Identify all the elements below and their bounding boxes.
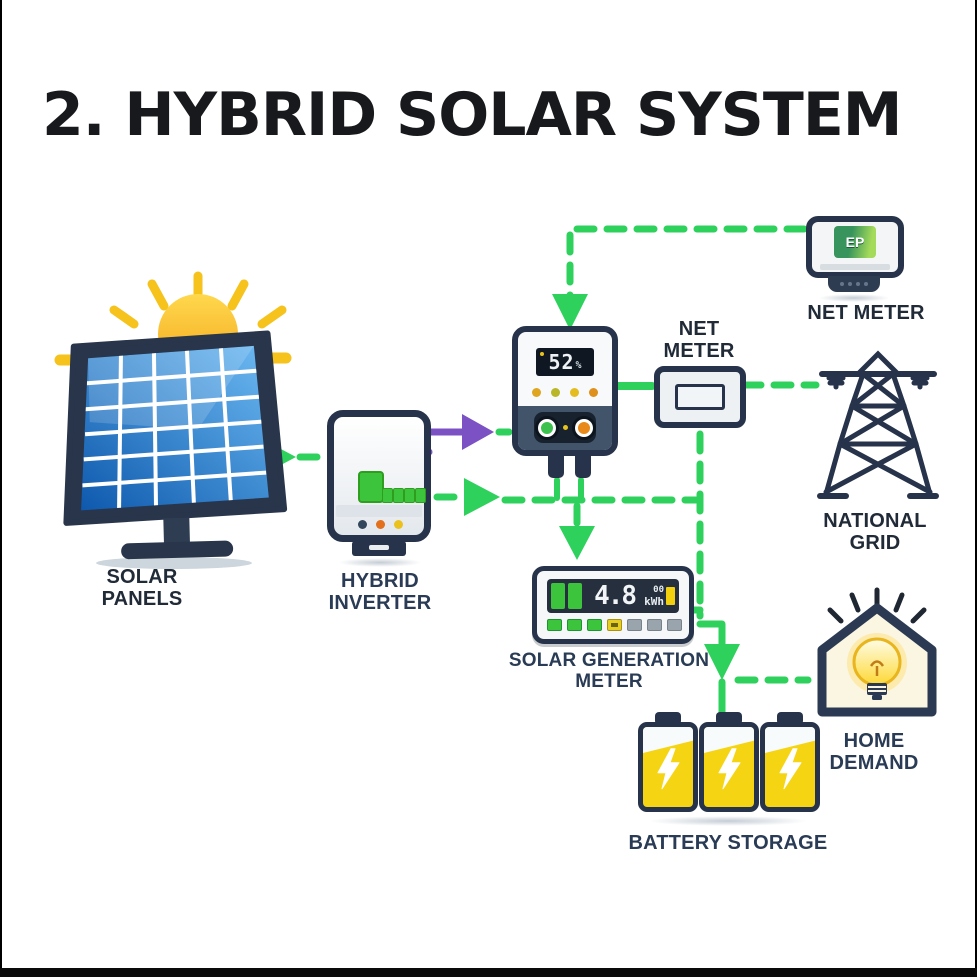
net-meter-junction-label: NET METER: [663, 318, 735, 363]
hybrid-inverter-device: [327, 410, 431, 542]
generation-unit: kWh: [644, 594, 664, 608]
net-meter-device: EP: [806, 216, 904, 278]
controller-indicator-dot: [589, 388, 598, 397]
controller-leg: [548, 450, 564, 478]
orange-knob: [571, 415, 596, 440]
light-rays: [827, 587, 927, 624]
hybrid-inverter-label: HYBRID INVERTER: [328, 570, 432, 615]
green-knob: [534, 415, 559, 440]
register-digits: 00: [653, 584, 664, 595]
wire-inverter-to-controller-purple: [425, 414, 513, 450]
wire-netmeterdevice-to-controller: [552, 225, 808, 330]
inverter-chart-bar: [393, 488, 404, 503]
battery-icon: [699, 712, 759, 812]
soc-unit: %: [575, 359, 582, 371]
net-meter-screen: EP: [834, 226, 876, 258]
display-yellow-cell: [666, 587, 675, 605]
display-bar-cell: [551, 583, 565, 609]
frame-edge: [0, 0, 2, 977]
wire-netmeter-to-battery: [696, 430, 740, 718]
lightning-bolt-icon: [718, 748, 741, 790]
net-meter-strip: [820, 264, 890, 270]
knob-indicator-dot: [562, 425, 568, 430]
inverter-display-icon: [358, 471, 384, 503]
display-bar-cell: [568, 583, 582, 609]
net-meter-junction-box: [654, 366, 746, 428]
inverter-indicator-dot: [394, 520, 403, 529]
page-title: 2. HYBRID SOLAR SYSTEM: [42, 80, 903, 150]
inverter-stand: [352, 541, 406, 556]
solar-panel-icon: [54, 271, 292, 569]
soc-value: 52: [548, 350, 575, 374]
controller-leg: [575, 450, 591, 478]
solar-panels-label: SOLAR PANELS: [101, 566, 183, 611]
wire-inverter-to-junction: [433, 478, 700, 516]
generation-value: 4.8: [594, 581, 637, 611]
controller-lcd: 52 %: [536, 348, 594, 376]
controller-lower-panel: [518, 406, 612, 450]
lightning-bolt-icon: [657, 748, 680, 790]
net-meter-base: [828, 276, 880, 292]
inverter-chart-bar: [415, 488, 426, 503]
wire-junction-to-genmeter: [559, 502, 595, 560]
battery-icon: [760, 712, 820, 812]
generation-meter-leds: [547, 619, 682, 631]
net-meter-device-label: NET METER: [807, 302, 925, 324]
battery-icon: [638, 712, 698, 812]
home-demand-icon: [817, 587, 937, 717]
generation-meter-display: 4.8 00 kWh: [547, 579, 679, 613]
transmission-tower-icon: [817, 350, 939, 499]
lcd-indicator-dot: [540, 352, 544, 356]
frame-edge: [0, 968, 977, 977]
inverter-vent-strip: [336, 505, 422, 517]
controller-indicator-dot: [532, 388, 541, 397]
wire-controller-legs: [554, 477, 584, 501]
controller-indicator-dot: [570, 388, 579, 397]
inverter-indicator-dot: [376, 520, 385, 529]
meter-window: [675, 384, 725, 410]
home-demand-label: HOME DEMAND: [829, 730, 919, 775]
solar-generation-meter-device: 4.8 00 kWh: [532, 566, 694, 644]
inverter-indicator-dot: [358, 520, 367, 529]
frame-edge: [975, 0, 977, 977]
solar-generation-meter-label: SOLAR GENERATION METER: [508, 650, 710, 693]
sun-icon: [109, 271, 287, 329]
controller-indicator-dot: [551, 388, 560, 397]
lightning-bolt-icon: [779, 748, 802, 790]
battery-storage-label: BATTERY STORAGE: [628, 832, 828, 854]
charge-controller-device: 52 %: [512, 326, 618, 456]
national-grid-label: NATIONAL GRID: [823, 510, 927, 555]
inverter-chart-bar: [382, 488, 393, 503]
inverter-chart-bar: [404, 488, 415, 503]
